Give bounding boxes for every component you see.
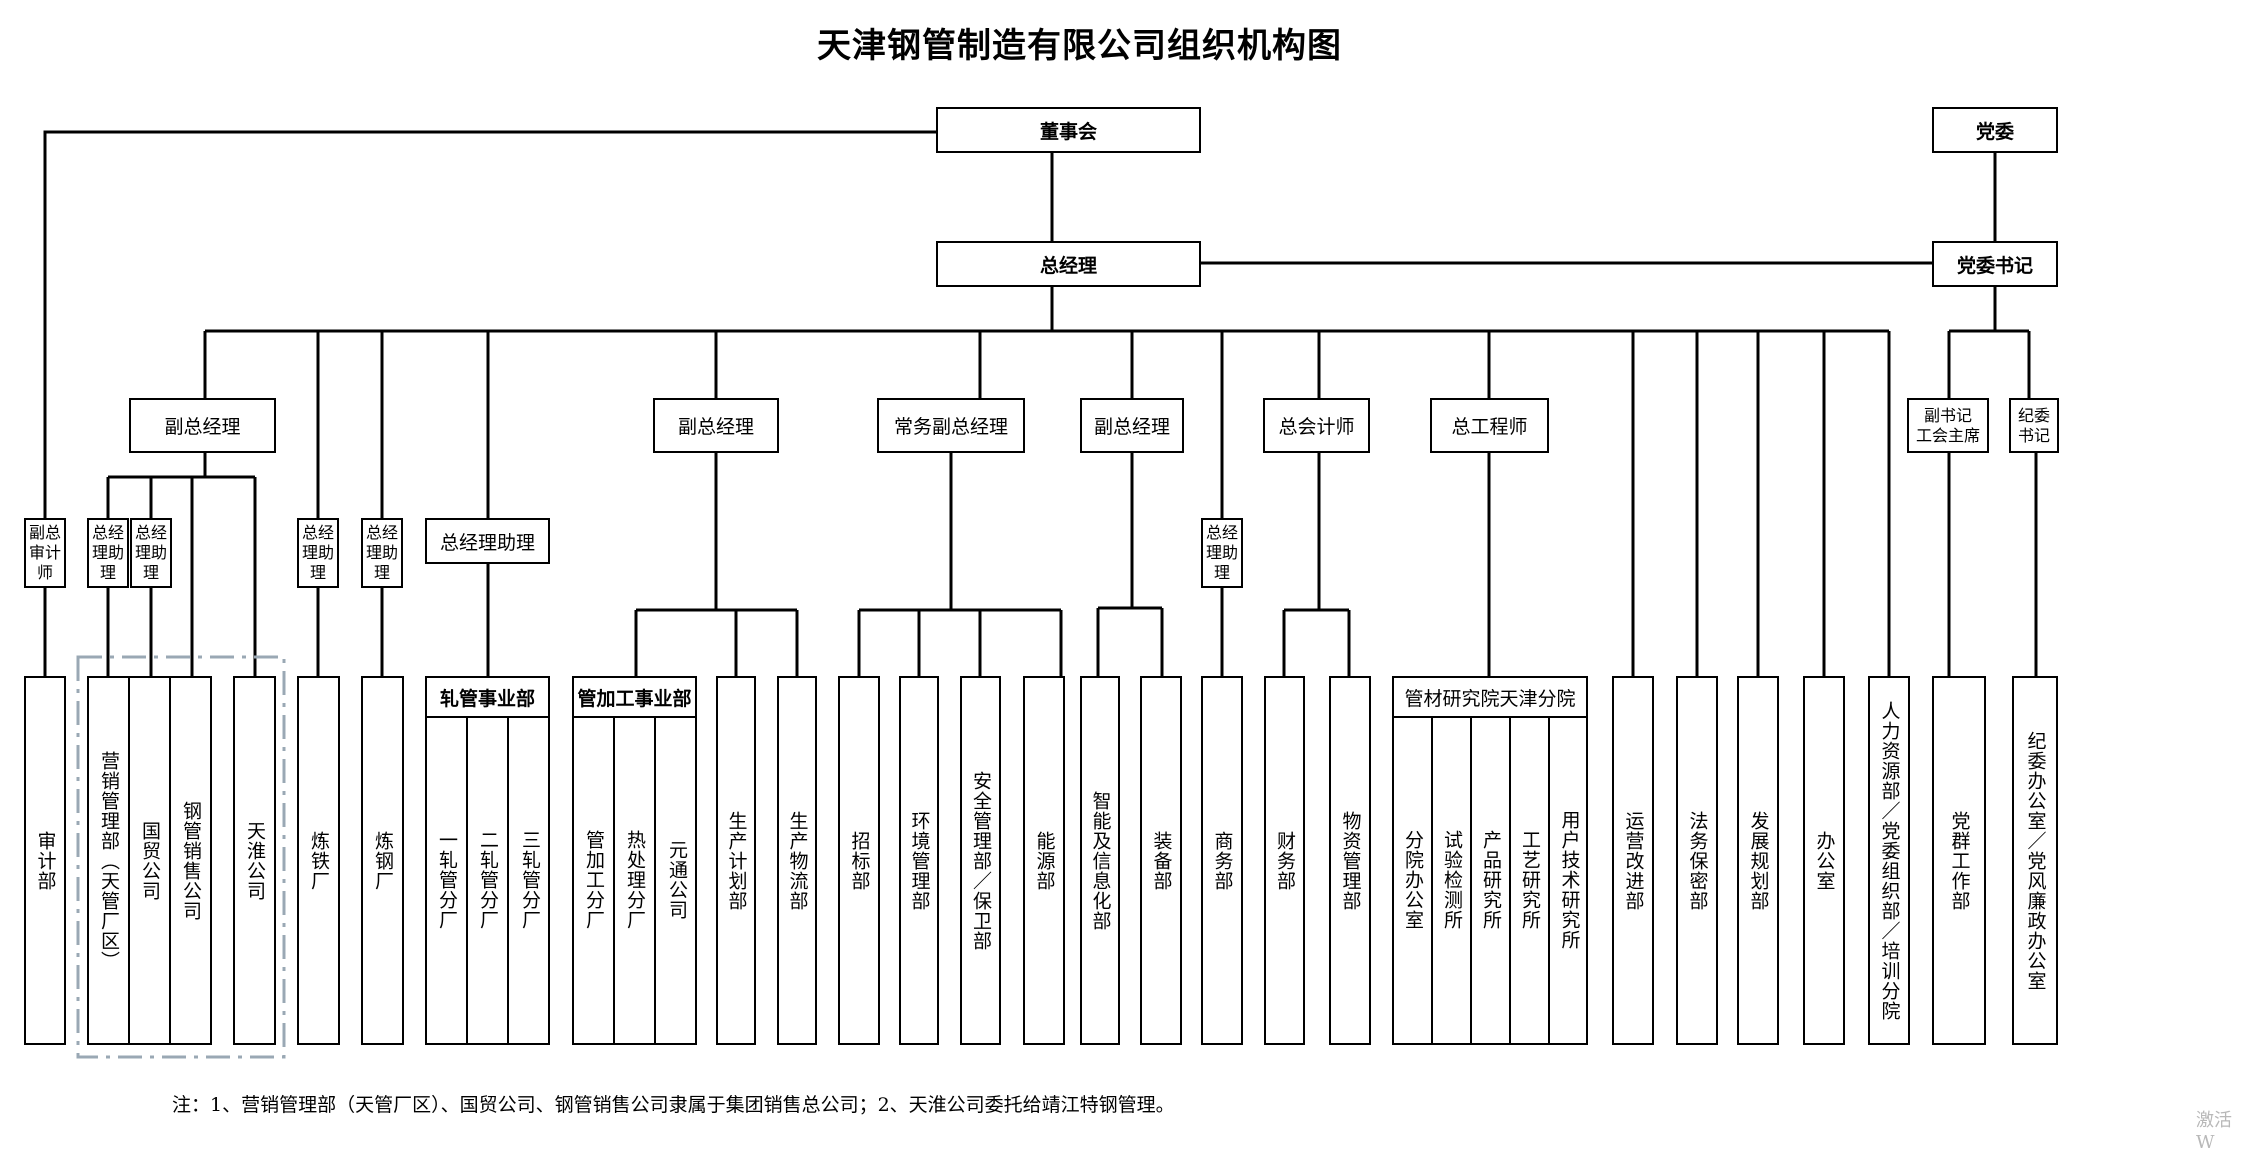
group-rolling: 轧管事业部 一轧管分厂 二轧管分厂 三轧管分厂	[425, 676, 550, 1045]
vice-gm-3-box: 副总经理	[1080, 398, 1184, 453]
deputy-secretary-box: 副书记 工会主席	[1907, 398, 1989, 453]
discipline-secretary-box: 纪委 书记	[2009, 398, 2059, 453]
chief-accountant-box: 总会计师	[1263, 398, 1370, 453]
dept-finance: 财务部	[1264, 676, 1305, 1045]
chart-title: 天津钢管制造有限公司组织机构图	[817, 26, 1342, 66]
dept-legal: 法务保密部	[1676, 676, 1718, 1045]
group-rolling-header: 轧管事业部	[427, 678, 548, 718]
footnote: 注：1、营销管理部（天管厂区）、国贸公司、钢管销售公司隶属于集团销售总公司；2、…	[172, 1094, 1175, 1116]
dept-tianhuai: 天淮公司	[233, 676, 276, 1045]
party-committee-box: 党委	[1932, 107, 2058, 153]
dept-smart-it: 智能及信息化部	[1080, 676, 1120, 1045]
dept-office: 办公室	[1803, 676, 1845, 1045]
dept-discipline-office: 纪委办公室／党风廉政办公室	[2012, 676, 2058, 1045]
group-processing-unit: 元通公司	[666, 839, 688, 920]
dept-equipment: 装备部	[1140, 676, 1182, 1045]
group-rolling-unit: 三轧管分厂	[519, 829, 541, 930]
dept-audit: 审计部	[24, 676, 66, 1045]
dept-party-work: 党群工作部	[1932, 676, 1986, 1045]
dept-materials: 物资管理部	[1329, 676, 1371, 1045]
dept-hr: 人力资源部／党委组织部／培训分院	[1868, 676, 1910, 1045]
group-research-unit: 工艺研究所	[1511, 716, 1550, 1043]
vice-gm-1-box: 副总经理	[129, 398, 276, 453]
dept-safety: 安全管理部／保卫部	[960, 676, 1001, 1045]
dept-production-planning: 生产计划部	[716, 676, 756, 1045]
sales-group-dashed-frame	[76, 655, 286, 1059]
dept-production-logistics: 生产物流部	[777, 676, 817, 1045]
dept-operations: 运营改进部	[1612, 676, 1654, 1045]
assistant-gm-box-3: 总经 理助 理	[297, 518, 339, 588]
assistant-gm-box-4: 总经 理助 理	[361, 518, 403, 588]
dept-tendering: 招标部	[838, 676, 880, 1045]
board-box: 董事会	[936, 107, 1201, 153]
group-research-unit: 分院办公室	[1394, 716, 1433, 1043]
dept-commerce: 商务部	[1201, 676, 1243, 1045]
party-secretary-box: 党委书记	[1932, 241, 2058, 287]
chief-engineer-box: 总工程师	[1430, 398, 1549, 453]
group-rolling-unit: 二轧管分厂	[468, 716, 509, 1043]
assistant-gm-box-2: 总经 理助 理	[130, 518, 172, 588]
general-manager-box: 总经理	[936, 241, 1201, 287]
executive-vice-gm-box: 常务副总经理	[877, 398, 1025, 453]
dept-guomao: 国贸公司	[128, 676, 171, 1045]
group-research-header: 管材研究院天津分院	[1394, 678, 1586, 718]
group-research: 管材研究院天津分院 分院办公室 试验检测所 产品研究所 工艺研究所 用户技术研究…	[1392, 676, 1588, 1045]
group-rolling-unit: 一轧管分厂	[427, 716, 468, 1043]
vice-gm-2-box: 副总经理	[653, 398, 779, 453]
group-research-unit: 试验检测所	[1433, 716, 1472, 1043]
dept-environment: 环境管理部	[899, 676, 939, 1045]
dept-energy: 能源部	[1023, 676, 1065, 1045]
dept-marketing: 营销管理部（天管厂区）	[87, 676, 130, 1045]
group-processing-unit: 管加工分厂	[574, 716, 615, 1043]
group-research-unit: 用户技术研究所	[1558, 809, 1581, 950]
group-processing-header: 管加工事业部	[574, 678, 695, 718]
group-processing-unit: 热处理分厂	[615, 716, 656, 1043]
assistant-gm-wide-box: 总经理助理	[425, 518, 550, 564]
group-research-unit: 产品研究所	[1472, 716, 1511, 1043]
deputy-chief-auditor-box: 副总 审计 师	[24, 518, 66, 588]
assistant-gm-box-1: 总经 理助 理	[87, 518, 129, 588]
assistant-gm-box-5: 总经 理助 理	[1201, 518, 1243, 588]
dept-steelworks: 炼钢厂	[361, 676, 404, 1045]
group-processing: 管加工事业部 管加工分厂 热处理分厂 元通公司	[572, 676, 697, 1045]
watermark: 激活 W	[2196, 1110, 2232, 1153]
dept-ironworks: 炼铁厂	[297, 676, 340, 1045]
dept-development: 发展规划部	[1737, 676, 1779, 1045]
dept-steel-sales: 钢管销售公司	[169, 676, 212, 1045]
